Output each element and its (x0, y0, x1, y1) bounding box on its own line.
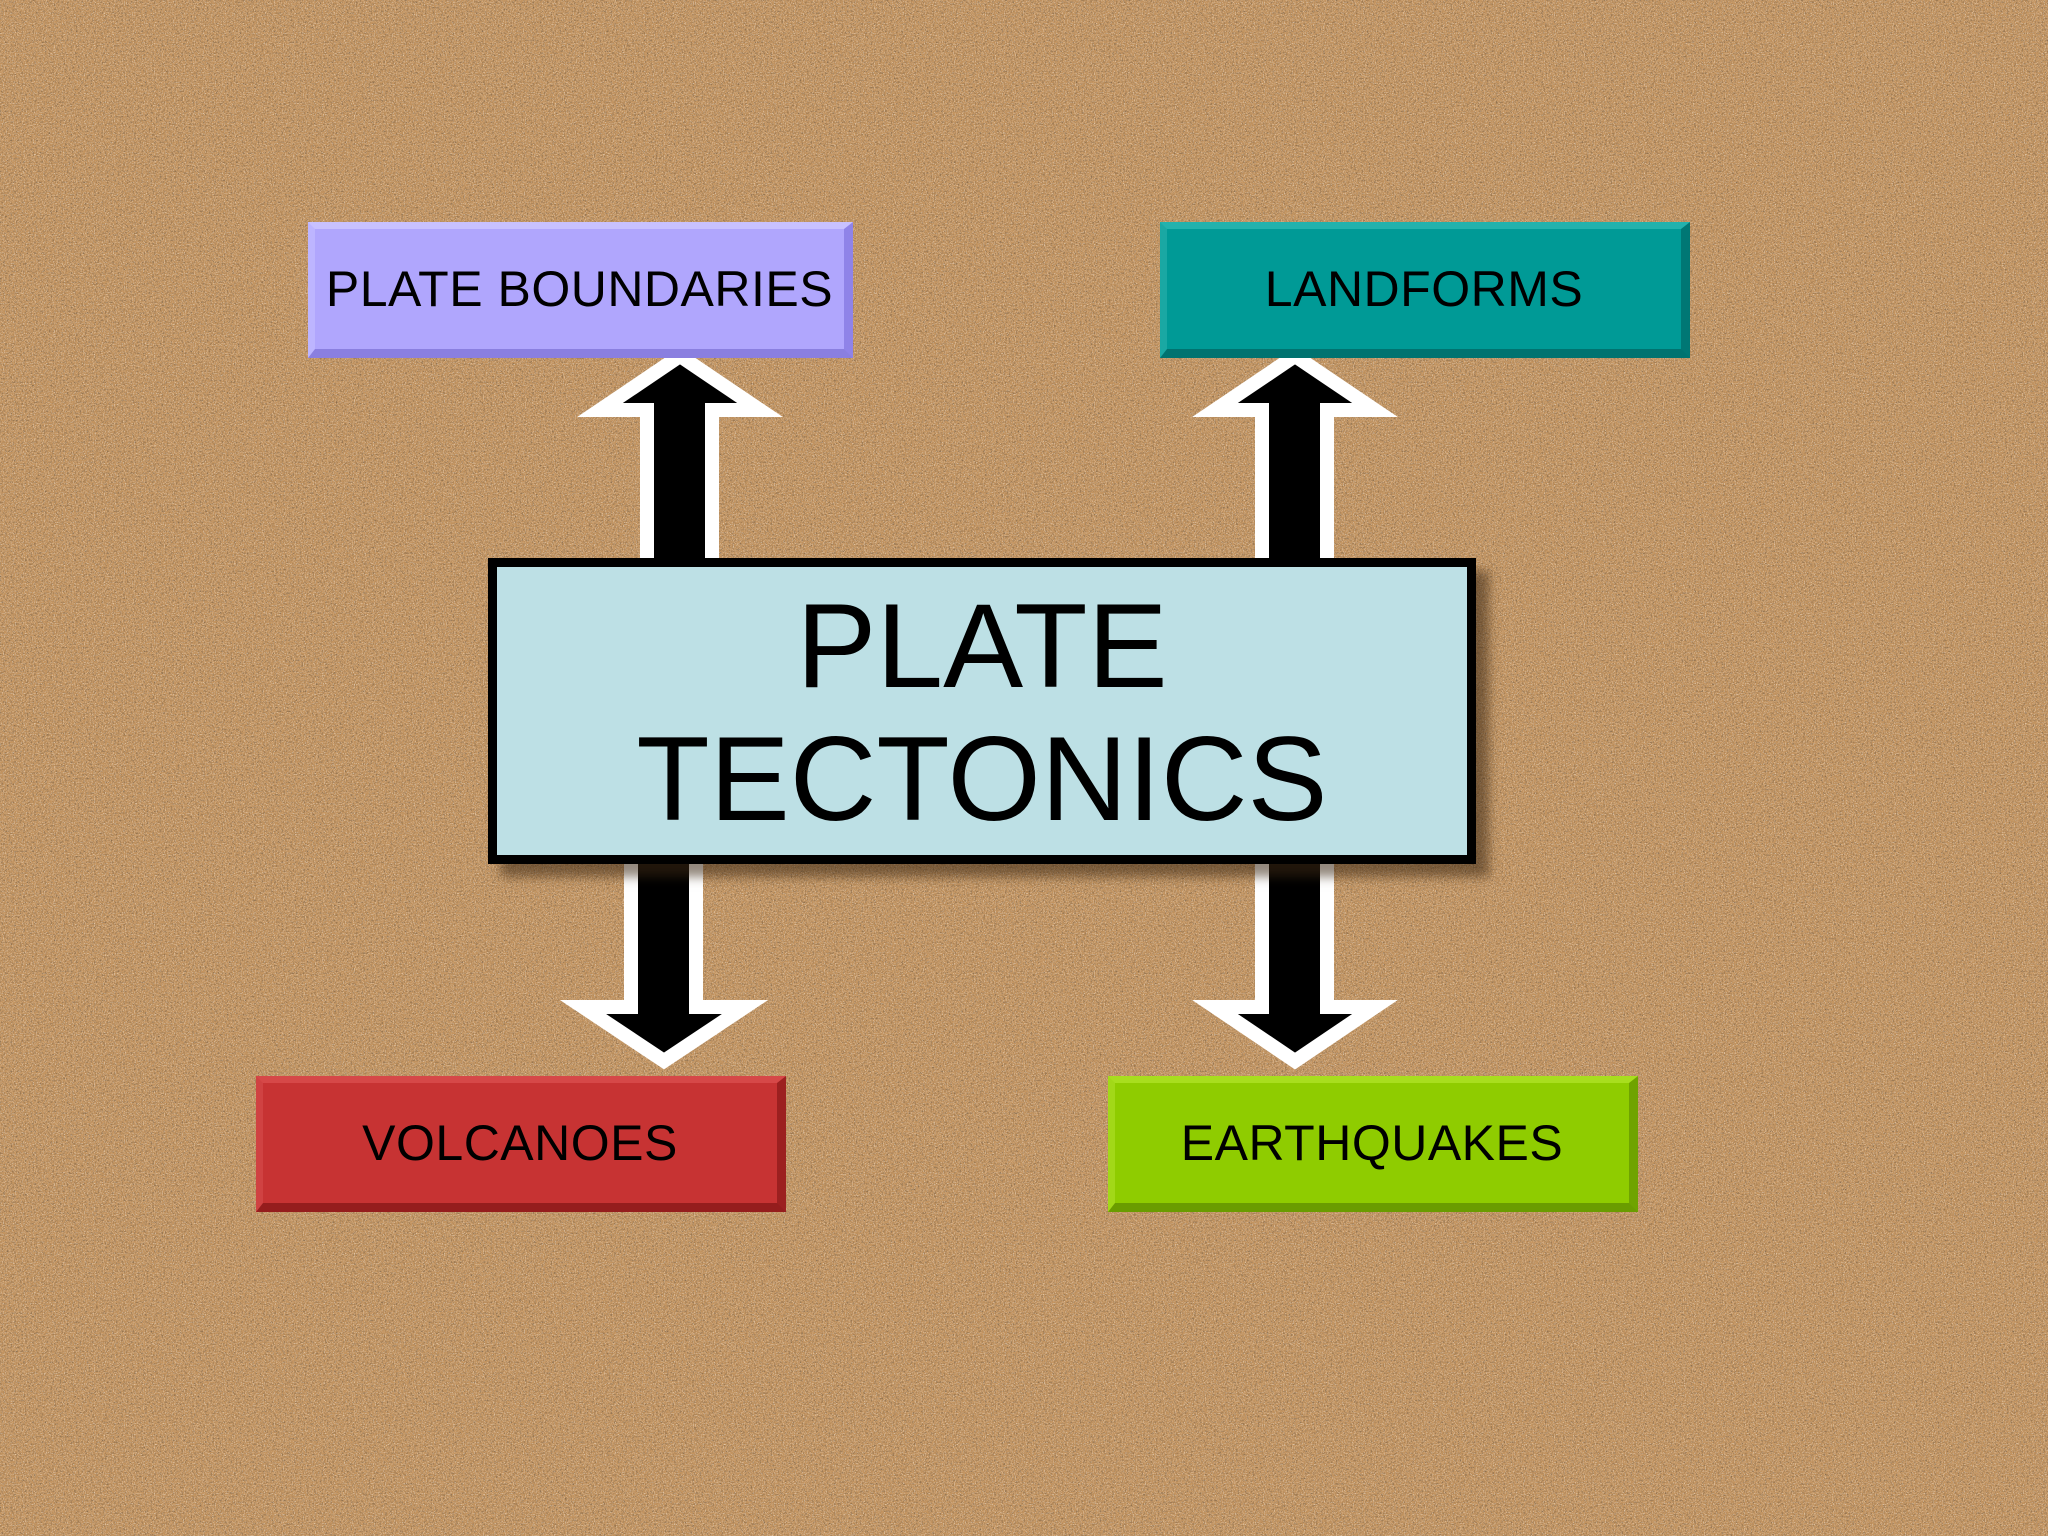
node-plate-boundaries: PLATE BOUNDARIES (308, 222, 853, 358)
central-topic-line-2: TECTONICS (636, 712, 1328, 846)
central-topic-line-1: PLATE (796, 579, 1168, 713)
arrow-up-to-landforms (1192, 347, 1398, 573)
node-volcanoes: VOLCANOES (256, 1076, 786, 1212)
node-earthquakes: EARTHQUAKES (1108, 1076, 1638, 1212)
central-topic-box: PLATE TECTONICS (488, 558, 1476, 864)
arrow-down-to-volcanoes (559, 849, 769, 1070)
arrow-up-to-plate-boundaries (577, 347, 783, 573)
arrow-down-to-earthquakes (1192, 849, 1398, 1070)
node-landforms: LANDFORMS (1160, 222, 1690, 358)
